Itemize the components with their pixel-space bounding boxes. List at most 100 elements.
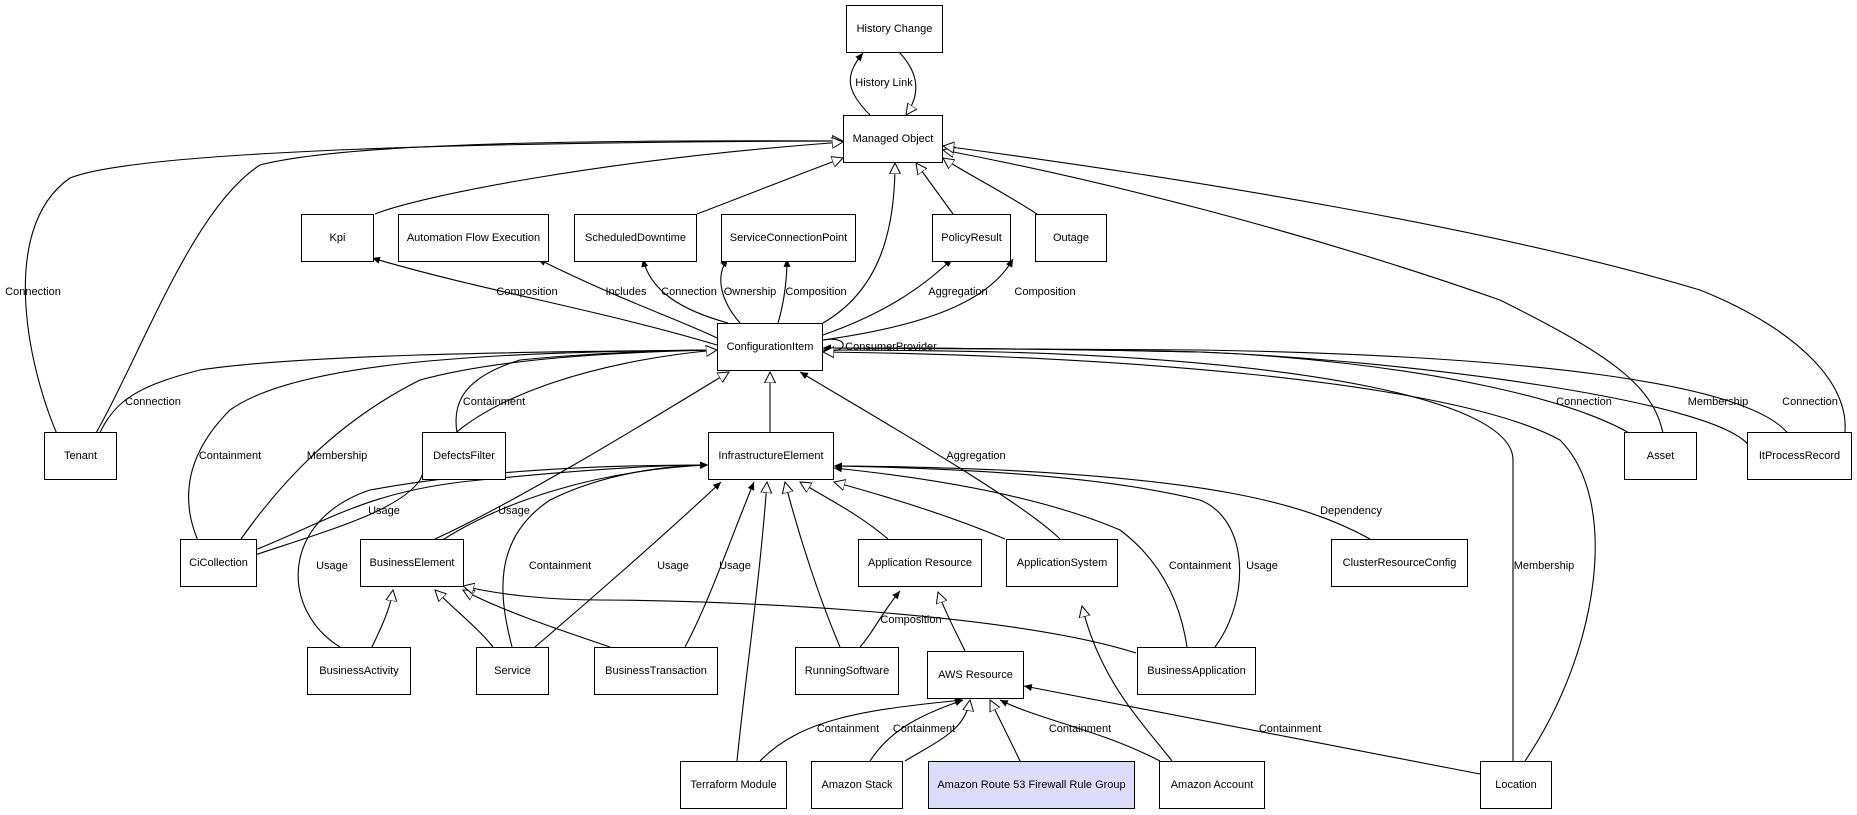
edge-label-itp-membership-ci: Membership (1688, 396, 1749, 408)
edge-appsys-aggregation-ci (799, 371, 1061, 540)
node-business-element[interactable]: BusinessElement (360, 539, 464, 587)
edge-ci-consumer-provider (822, 338, 844, 355)
edge-itprocess-inherits-mo (943, 146, 1846, 448)
edge-label-tenant-connection-mo: Connection (5, 286, 61, 298)
edge-location-membership-ci (822, 346, 1514, 761)
node-tenant[interactable]: Tenant (44, 432, 117, 480)
node-terraform-module[interactable]: Terraform Module (680, 761, 787, 809)
edge-outage-inherits-mo (943, 158, 1038, 215)
node-location[interactable]: Location (1480, 761, 1552, 809)
edge-kpi-inherits-mo (374, 142, 843, 215)
node-configuration-item[interactable]: ConfigurationItem (717, 323, 823, 371)
node-kpi[interactable]: Kpi (301, 214, 374, 262)
edge-tm-inherits-ie (736, 482, 767, 762)
node-infrastructure-element[interactable]: InfrastructureElement (708, 432, 834, 480)
edge-location-inherits-ci (823, 352, 1596, 762)
node-cluster-resource-config[interactable]: ClusterResourceConfig (1331, 539, 1468, 587)
node-running-software[interactable]: RunningSoftware (795, 647, 899, 695)
node-business-transaction[interactable]: BusinessTransaction (594, 647, 718, 695)
edge-ci-connection-sd (641, 258, 729, 324)
edge-label-ci-composition-scp: Composition (785, 286, 846, 298)
edge-bapp-containment-ie (833, 465, 1188, 648)
edge-label-location-containment-aws: Containment (1259, 723, 1321, 735)
edge-label-ci-includes-afe: Includes (606, 286, 647, 298)
edge-label-cicoll-usage-ie: Usage (368, 505, 400, 517)
edge-scheduled-downtime-inherits-mo (696, 158, 843, 215)
edge-stack-containment-aws (869, 699, 964, 762)
edge-policy-result-inherits-mo (916, 163, 954, 215)
node-outage[interactable]: Outage (1035, 214, 1107, 262)
node-managed-object[interactable]: Managed Object (843, 115, 943, 163)
edge-label-ci-consumer-provider: ConsumerProvider (845, 341, 937, 353)
node-business-application[interactable]: BusinessApplication (1137, 647, 1256, 695)
edge-amacc-inherits-as (1082, 606, 1173, 762)
edge-label-ci-composition-kpi: Composition (496, 286, 557, 298)
edge-label-itp-connection-ci: Connection (1782, 396, 1838, 408)
node-ci-collection[interactable]: CiCollection (180, 539, 257, 587)
node-service-connection-point[interactable]: ServiceConnectionPoint (721, 214, 856, 262)
node-business-activity[interactable]: BusinessActivity (307, 647, 411, 695)
edge-ba-usage-ie (297, 461, 709, 648)
node-amazon-stack[interactable]: Amazon Stack (811, 761, 903, 809)
edge-stack-inherits-aws (904, 700, 970, 762)
node-defects-filter[interactable]: DefectsFilter (422, 432, 506, 480)
node-automation-flow-execution[interactable]: Automation Flow Execution (398, 214, 549, 262)
edge-label-asset-connection-ci: Connection (1556, 396, 1612, 408)
edge-ci-aggregation-pr (822, 258, 953, 336)
edge-label-ci-composition-outage: Composition (1014, 286, 1075, 298)
edge-service-inherits-be (435, 590, 494, 648)
node-service[interactable]: Service (476, 647, 549, 695)
edge-rs-composition-ar (859, 590, 901, 648)
edge-label-bt-usage-ie: Usage (719, 560, 751, 572)
edge-tenant-connection-ci (92, 346, 718, 448)
edge-tm-containment-aws (759, 697, 964, 762)
node-amazon-account[interactable]: Amazon Account (1159, 761, 1265, 809)
edge-aws-inherits-ar (938, 592, 966, 652)
edge-label-history-link: History Link (855, 77, 913, 89)
node-asset[interactable]: Asset (1624, 432, 1697, 480)
edge-asset-connection-ci (822, 344, 1649, 448)
edge-label-amacc-containment-aws: Containment (1049, 723, 1111, 735)
edge-bact-inherits-be (371, 590, 393, 648)
edge-cicoll-membership-ci (229, 346, 718, 556)
node-policy-result[interactable]: PolicyResult (932, 214, 1011, 262)
node-amazon-route53-firewall-rule-group[interactable]: Amazon Route 53 Firewall Rule Group (928, 761, 1135, 809)
edge-asset-inherits-mo (943, 150, 1666, 448)
node-application-system[interactable]: ApplicationSystem (1006, 539, 1118, 587)
edge-label-rs-composition-ar: Composition (880, 614, 941, 626)
edge-label-service-containment-ie: Containment (529, 560, 591, 572)
edge-service-containment-ie (502, 461, 709, 648)
edge-rs-inherits-ie (785, 482, 841, 648)
edge-label-bapp-usage-ie: Usage (1246, 560, 1278, 572)
edge-cicoll-containment-ci (188, 346, 718, 556)
edge-crc-dependency-ie (833, 462, 1371, 540)
edge-ci-includes-afe (537, 258, 718, 339)
edge-history-change-inherits (899, 52, 916, 115)
edge-label-ci-ownership-scp: Ownership (724, 286, 777, 298)
edge-label-tenant-connection-ci: Connection (125, 396, 181, 408)
node-it-process-record[interactable]: ItProcessRecord (1747, 432, 1852, 480)
node-aws-resource[interactable]: AWS Resource (927, 651, 1024, 699)
edge-label-location-membership-ci: Membership (1514, 560, 1575, 572)
edge-label-crc-dependency-ie: Dependency (1320, 505, 1382, 517)
edge-label-ci-aggregation-pr: Aggregation (928, 286, 987, 298)
edge-be-inherits-ci (434, 372, 729, 540)
edge-label-be-usage-ie: Usage (498, 505, 530, 517)
edge-tenant-inherits-mo (87, 141, 843, 448)
edge-history-link (849, 52, 871, 116)
edge-label-tm-containment-aws: Containment (817, 723, 879, 735)
edge-label-bapp-containment-ie: Containment (1169, 560, 1231, 572)
edge-label-cicoll-containment-ci: Containment (199, 450, 261, 462)
edge-bapp-usage-ie (833, 462, 1241, 648)
edge-bt-inherits-be (463, 590, 611, 648)
node-application-resource[interactable]: Application Resource (858, 539, 982, 587)
edge-r53-inherits-aws (990, 700, 1021, 762)
node-scheduled-downtime[interactable]: ScheduledDowntime (574, 214, 697, 262)
edge-ci-composition-scp (777, 258, 791, 324)
node-history-change[interactable]: History Change (846, 5, 943, 53)
edge-bapp-inherits-be (463, 586, 1137, 654)
edge-label-stack-containment-aws: Containment (893, 723, 955, 735)
edge-defects-containment-ci (455, 346, 718, 448)
edge-as-inherits-ie (834, 482, 1006, 540)
